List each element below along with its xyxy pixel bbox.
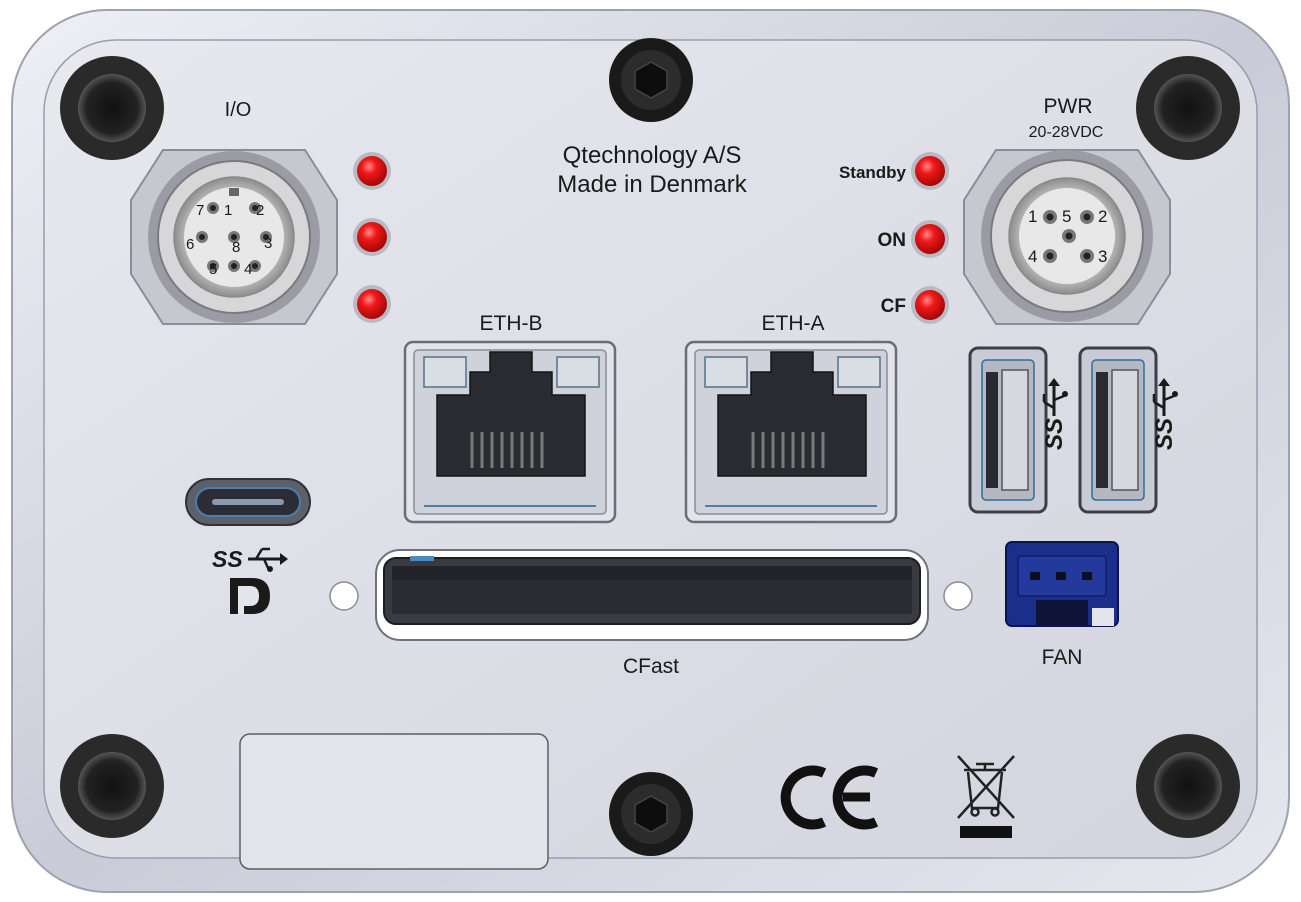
led-label-standby: Standby (839, 163, 907, 182)
fan-connector[interactable] (1005, 541, 1119, 627)
pwr-pin-label: 2 (1098, 207, 1107, 226)
io-led (353, 152, 391, 190)
io-pin-label: 3 (264, 235, 272, 252)
alignment-hole (943, 581, 973, 611)
fan-label: FAN (1042, 646, 1083, 669)
io-pin-label: 4 (244, 261, 252, 278)
screw-hole-icon (60, 734, 164, 838)
io-pin-label: 7 (196, 202, 204, 219)
hex-screw-icon (609, 38, 693, 122)
on-led (911, 220, 949, 258)
cf-led (911, 286, 949, 324)
cfast-slot[interactable] (375, 549, 929, 641)
io-pin-label: 8 (232, 239, 240, 256)
usb-a-port-1[interactable] (968, 346, 1048, 514)
io-pin-label: 6 (186, 236, 194, 253)
led-label-on: ON (878, 230, 907, 251)
usb-c-port[interactable] (185, 478, 311, 526)
usb-trident-icon: SS (1151, 378, 1178, 450)
alignment-hole (329, 581, 359, 611)
pwr-pin-label: 3 (1098, 247, 1107, 266)
io-pin-label: 1 (224, 202, 232, 219)
usb-a-port-2[interactable] (1078, 346, 1158, 514)
usb-c-ss-label: SS (212, 546, 243, 572)
pwr-pin-label: 4 (1028, 247, 1037, 266)
maker-line-2: Made in Denmark (557, 171, 747, 198)
usb-trident-icon: SS (1041, 378, 1068, 450)
pwr-pin-label: 1 (1028, 207, 1037, 226)
eth-b-port[interactable] (403, 340, 617, 524)
pwr-voltage-label: 20-28VDC (1029, 124, 1104, 141)
screw-hole-icon (1136, 56, 1240, 160)
cfast-label: CFast (623, 655, 679, 678)
maker-line-1: Qtechnology A/S (563, 142, 742, 169)
weee-bin-icon (957, 755, 1015, 838)
io-connector[interactable] (130, 149, 338, 325)
eth-b-label: ETH-B (480, 312, 543, 335)
io-label: I/O (225, 99, 252, 121)
displayport-icon (230, 578, 270, 614)
io-pin-label: 2 (256, 202, 264, 219)
standby-led (911, 152, 949, 190)
screw-hole-icon (1136, 734, 1240, 838)
hex-screw-icon (609, 772, 693, 856)
io-pin-label: 5 (209, 261, 217, 278)
io-led (353, 285, 391, 323)
pwr-pin-label: 5 (1062, 207, 1071, 226)
ce-mark-icon (780, 765, 879, 830)
screw-hole-icon (60, 56, 164, 160)
usb-a-ss-label: SS (1151, 418, 1178, 450)
io-led (353, 218, 391, 256)
eth-a-label: ETH-A (762, 312, 825, 335)
pwr-connector[interactable] (963, 149, 1171, 325)
usb-trident-icon: SS (212, 546, 288, 572)
usb-a-ss-label: SS (1041, 418, 1068, 450)
label-plate (239, 733, 549, 870)
led-label-cf: CF (881, 296, 906, 317)
eth-a-port[interactable] (684, 340, 898, 524)
pwr-label: PWR (1044, 95, 1093, 118)
